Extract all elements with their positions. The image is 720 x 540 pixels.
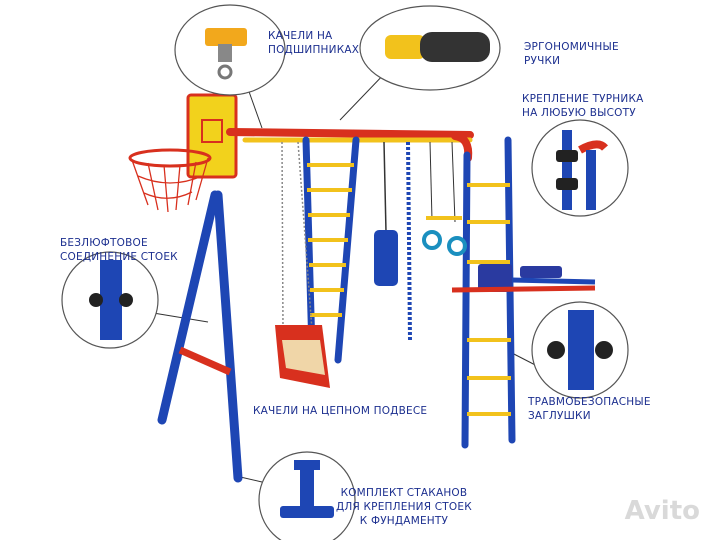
- top-beam: [226, 128, 474, 162]
- bearing-swing-closeup: [205, 28, 247, 80]
- swing-chains: [281, 141, 313, 331]
- gymnastic-rings: [426, 141, 462, 223]
- wall-bars-rungs: [467, 183, 511, 416]
- a-frame-brace: [178, 346, 232, 376]
- avito-watermark: Avito: [624, 496, 700, 526]
- chain-swing-seat: [275, 325, 330, 388]
- anchor-kit-closeup: [280, 460, 334, 518]
- punching-bag: [374, 230, 398, 286]
- label-chain-swing: КАЧЕЛИ НА ЦЕПНОМ ПОДВЕСЕ: [253, 405, 428, 417]
- basketball-net: [131, 157, 209, 213]
- ergonomic-handle-closeup: [385, 32, 490, 62]
- bar-mount-closeup: [556, 130, 609, 210]
- basketball-hoop: [128, 148, 212, 168]
- a-frame: [157, 190, 243, 483]
- dip-station: [451, 264, 596, 293]
- climbing-rope: [406, 141, 412, 341]
- safe-caps-closeup: [547, 310, 613, 390]
- boltless-closeup: [89, 260, 133, 340]
- climbing-ladder-rungs: [307, 163, 354, 317]
